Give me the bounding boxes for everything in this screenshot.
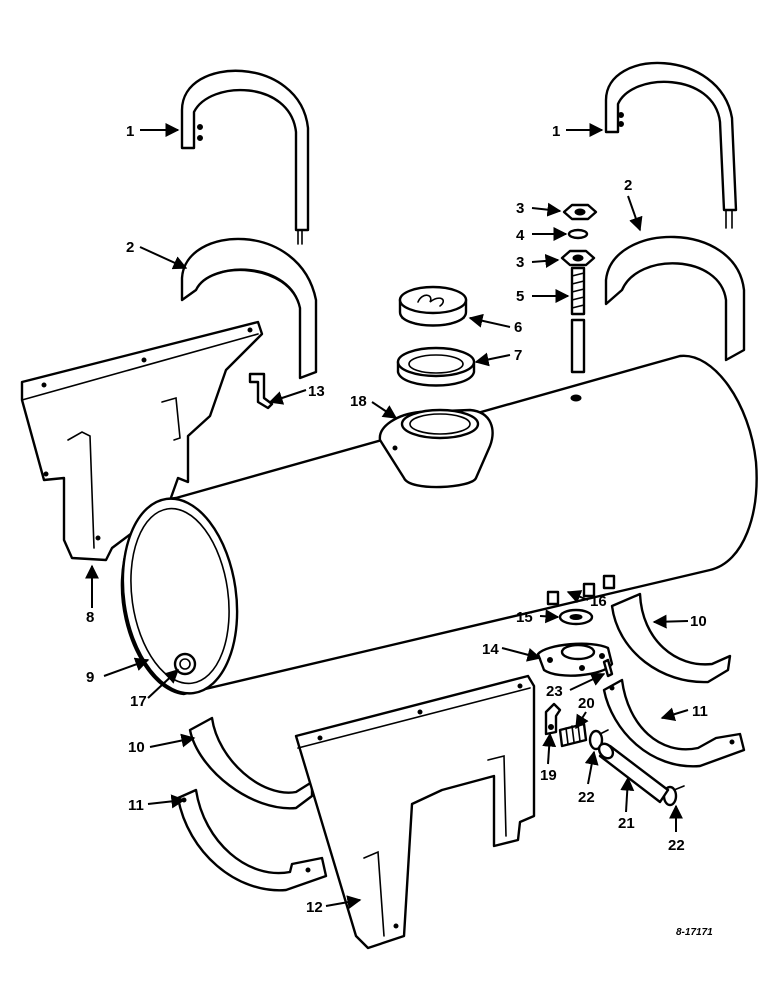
callout-10-right: 10: [690, 613, 707, 630]
nut-upper: [562, 203, 598, 221]
lower-pad-left: [188, 716, 314, 810]
upper-strap-right: [604, 61, 738, 229]
tank-studs: [546, 574, 616, 606]
lower-strap-right: [602, 678, 746, 768]
valve-screw: [602, 658, 614, 678]
callout-2-left: 2: [126, 239, 134, 256]
callout-21: 21: [618, 815, 635, 832]
lower-strap-left: [176, 788, 328, 892]
filler-flange: [378, 408, 494, 489]
upper-pad-right: [604, 235, 746, 362]
callout-labels: 1 1 2 2 3 4 3 5 6 7 18 13 8 9 17 16 15 1…: [86, 123, 708, 916]
threaded-rod: [570, 266, 586, 374]
valve-body: [536, 642, 614, 677]
callout-2-right: 2: [624, 177, 632, 194]
upper-strap-left: [180, 69, 310, 245]
callout-22-upper: 22: [578, 789, 595, 806]
callout-17: 17: [130, 693, 147, 710]
hose-clamp-upper: [588, 729, 609, 751]
callout-18: 18: [350, 393, 367, 410]
callout-19: 19: [540, 767, 557, 784]
callout-8: 8: [86, 609, 94, 626]
callout-3-upper: 3: [516, 200, 524, 217]
fuel-tank: [120, 354, 758, 696]
callout-14: 14: [482, 641, 499, 658]
callout-7: 7: [514, 347, 522, 364]
callout-20: 20: [578, 695, 595, 712]
callout-12: 12: [306, 899, 323, 916]
filler-ring: [396, 346, 476, 387]
callout-13: 13: [308, 383, 325, 400]
drain-plug: [173, 652, 197, 676]
nut-lower: [560, 249, 596, 267]
lower-pad-right: [610, 592, 732, 684]
bracket-small: [248, 372, 274, 410]
callout-4: 4: [516, 227, 525, 244]
leader-lines: [85, 123, 689, 910]
fuel-hose: [597, 742, 670, 804]
upper-pad-left: [180, 237, 318, 380]
tank-support-right: [294, 674, 536, 950]
drawing-number: 8-17171: [676, 927, 713, 938]
fuel-cap: [398, 285, 468, 327]
callout-11-right: 11: [692, 703, 708, 720]
gasket: [558, 608, 594, 626]
callout-11-left: 11: [128, 797, 144, 814]
threaded-nipple: [558, 722, 588, 748]
callout-23: 23: [546, 683, 563, 700]
callout-16: 16: [590, 593, 607, 610]
callout-5: 5: [516, 288, 524, 305]
callout-1-right: 1: [552, 123, 560, 140]
callout-9: 9: [86, 669, 94, 686]
callout-10-left: 10: [128, 739, 145, 756]
callout-1-left: 1: [126, 123, 134, 140]
callout-15: 15: [516, 609, 533, 626]
callout-6: 6: [514, 319, 522, 336]
lock-washer: [567, 228, 589, 240]
tank-support-left: [20, 320, 264, 562]
callout-22-lower: 22: [668, 837, 685, 854]
callout-3-lower: 3: [516, 254, 524, 271]
elbow-fitting: [544, 702, 562, 736]
